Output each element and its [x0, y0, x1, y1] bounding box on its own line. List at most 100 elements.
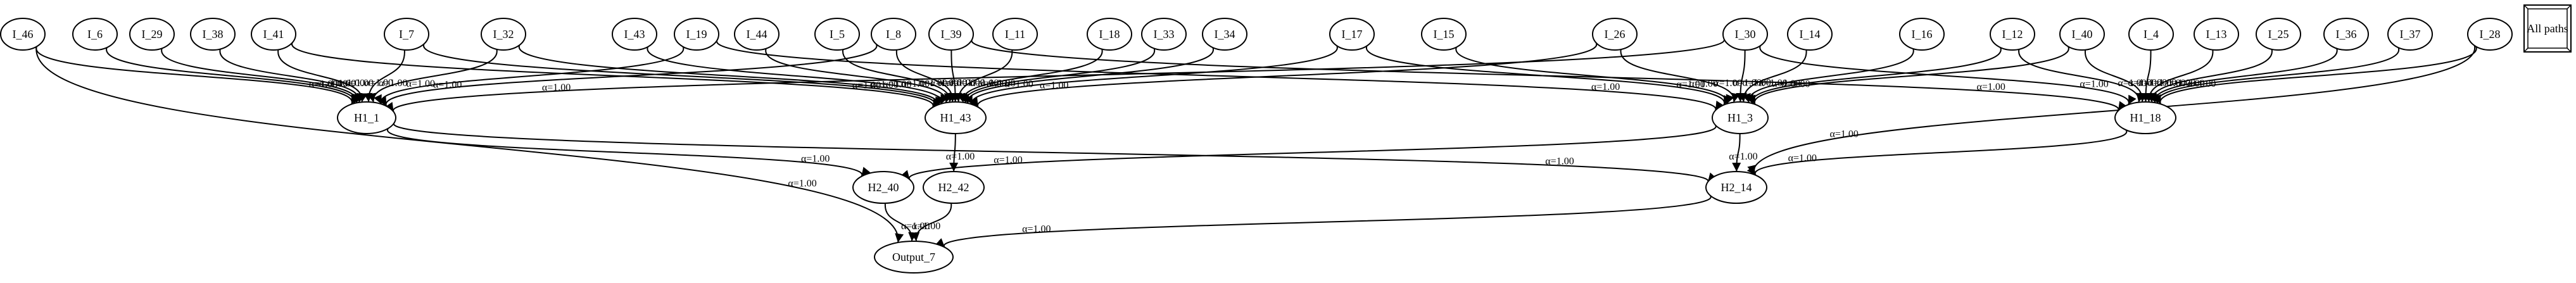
- node-ellipse: [871, 18, 916, 51]
- edge-i-12-to-h1-18: [2018, 49, 2145, 103]
- node-label: I_12: [2002, 28, 2023, 41]
- node-label: I_19: [686, 28, 707, 41]
- edge-weight-i-14-to-h1-3: α=1.00: [1742, 78, 1771, 89]
- node-h1-1: H1_1: [337, 101, 396, 134]
- edge-i-29-to-h1-1: [161, 48, 363, 103]
- edge-weight-i-39-to-h1-43: α=1.00: [947, 78, 975, 89]
- node-ellipse: [384, 18, 429, 51]
- node-label: I_38: [203, 28, 224, 41]
- node-i-7: I_7: [384, 18, 429, 51]
- edge-weight-i-38-to-h1-1: α=1.00: [336, 78, 365, 89]
- node-i-11: I_11: [992, 18, 1038, 51]
- edge-i-46-to-h1-1: [35, 46, 360, 105]
- edge-weight-i-26-to-h1-43: α=1.00: [1040, 80, 1068, 91]
- edge-weight-i-28-to-h1-18: α=1.00: [2187, 79, 2216, 89]
- node-label: I_32: [493, 28, 514, 41]
- node-label: H1_43: [940, 111, 971, 124]
- node-label: I_46: [13, 28, 34, 41]
- edge-weight-i-8-to-h1-43: α=1.00: [938, 78, 967, 89]
- node-ellipse: [928, 18, 974, 51]
- node-ellipse: [1787, 18, 1833, 51]
- node-label: I_18: [1099, 28, 1120, 41]
- edge-weight-i-7-to-h1-43: α=1.00: [870, 80, 899, 91]
- edge-i-46-to-output-7: [35, 46, 904, 243]
- edge-i-28-to-h1-18: [2152, 46, 2477, 104]
- node-ellipse: [72, 18, 118, 51]
- node-i-40: I_40: [2059, 18, 2105, 51]
- node-i-36: I_36: [2323, 18, 2369, 51]
- node-i-4: I_4: [2128, 18, 2174, 51]
- edge-h1-18-to-h2-14: [1746, 129, 2128, 176]
- edge-i-8-to-h1-1: [378, 44, 877, 107]
- edge-weight-i-6-to-h1-1: α=1.00: [319, 79, 348, 89]
- node-i-34: I_34: [1202, 18, 1247, 51]
- node-label: I_37: [2400, 28, 2421, 41]
- node-h2-40: H2_40: [852, 171, 914, 204]
- node-label: I_30: [1735, 28, 1756, 41]
- node-i-13: I_13: [2194, 18, 2239, 51]
- node-i-33: I_33: [1141, 18, 1187, 51]
- edge-weight-h2-40-to-output-7: α=1.00: [901, 221, 930, 232]
- node-label: I_41: [263, 28, 284, 41]
- node-ellipse: [1202, 18, 1247, 51]
- edge-i-32-to-h1-43: [519, 44, 945, 106]
- edge-i-17-to-h1-43: [964, 46, 1338, 105]
- edge-weight-i-36-to-h1-18: α=1.00: [2167, 78, 2195, 89]
- node-label: I_13: [2206, 28, 2227, 41]
- node-label: I_11: [1005, 28, 1025, 41]
- node-label: I_28: [2480, 28, 2501, 41]
- node-label: Output_7: [892, 251, 935, 263]
- node-label: I_5: [830, 28, 845, 41]
- node-h2-14: H2_14: [1705, 171, 1767, 204]
- node-ellipse: [734, 18, 780, 51]
- edge-h1-3-to-h2-14: [1732, 133, 1741, 172]
- node-label: I_14: [1800, 28, 1821, 41]
- edge-weight-i-18-to-h1-43: α=1.00: [970, 78, 999, 89]
- node-label: H1_1: [354, 111, 379, 124]
- edge-weight-i-40-to-h1-18: α=1.00: [2128, 78, 2156, 89]
- node-label: H2_40: [868, 181, 899, 194]
- node-ellipse: [2256, 18, 2301, 51]
- node-h1-18: H1_18: [2114, 101, 2176, 134]
- node-label: I_17: [1342, 28, 1363, 41]
- node-label: I_39: [941, 28, 962, 41]
- edge-i-7-to-h1-43: [423, 43, 944, 107]
- edge-i-8-to-h1-43: [895, 49, 958, 103]
- node-label: I_40: [2072, 28, 2093, 41]
- node-ellipse: [925, 101, 987, 134]
- edge-weight-i-11-to-h1-43: α=1.00: [956, 78, 985, 89]
- edge-i-14-to-h1-3: [1738, 49, 1807, 103]
- edge-weight-h2-14-to-output-7: α=1.00: [1022, 223, 1051, 234]
- node-output-7: Output_7: [874, 241, 954, 274]
- edge-i-36-to-h1-18: [2148, 48, 2338, 103]
- node-label: I_44: [747, 28, 767, 41]
- node-i-16: I_16: [1899, 18, 1945, 51]
- edge-weight-i-15-to-h1-3: α=1.00: [1689, 79, 1717, 89]
- edge-i-28-to-h2-14: [1747, 45, 2475, 175]
- edge-h1-3-to-h2-40: [900, 124, 1717, 180]
- node-i-8: I_8: [871, 18, 916, 51]
- edge-i-6-to-h1-1: [106, 47, 362, 104]
- node-label: I_7: [399, 28, 414, 41]
- edge-weight-h1-1-to-h2-40: α=1.00: [801, 153, 830, 164]
- edge-weight-i-41-to-h1-43: α=1.00: [852, 80, 881, 91]
- node-label: I_8: [886, 28, 901, 41]
- node-label: I_43: [624, 28, 645, 41]
- node-ellipse: [1421, 18, 1467, 51]
- node-label: I_25: [2268, 28, 2289, 41]
- node-h2-42: H2_42: [923, 171, 985, 204]
- node-i-46: I_46: [0, 18, 46, 51]
- edge-h1-1-to-h2-40: [387, 128, 871, 177]
- edge-i-39-to-h1-18: [971, 39, 2127, 111]
- node-ellipse: [852, 171, 914, 204]
- node-i-30: I_30: [1722, 18, 1768, 51]
- node-label: I_6: [87, 28, 103, 41]
- node-i-32: I_32: [481, 18, 526, 51]
- edge-weight-i-37-to-h1-18: α=1.00: [2176, 79, 2204, 89]
- edge-weight-i-30-to-h1-1: α=1.00: [542, 82, 571, 93]
- node-label: I_4: [2144, 28, 2159, 41]
- node-i-18: I_18: [1087, 18, 1132, 51]
- edge-i-32-to-h1-1: [367, 49, 498, 103]
- node-i-5: I_5: [814, 18, 860, 51]
- edges-layer: [35, 38, 2477, 248]
